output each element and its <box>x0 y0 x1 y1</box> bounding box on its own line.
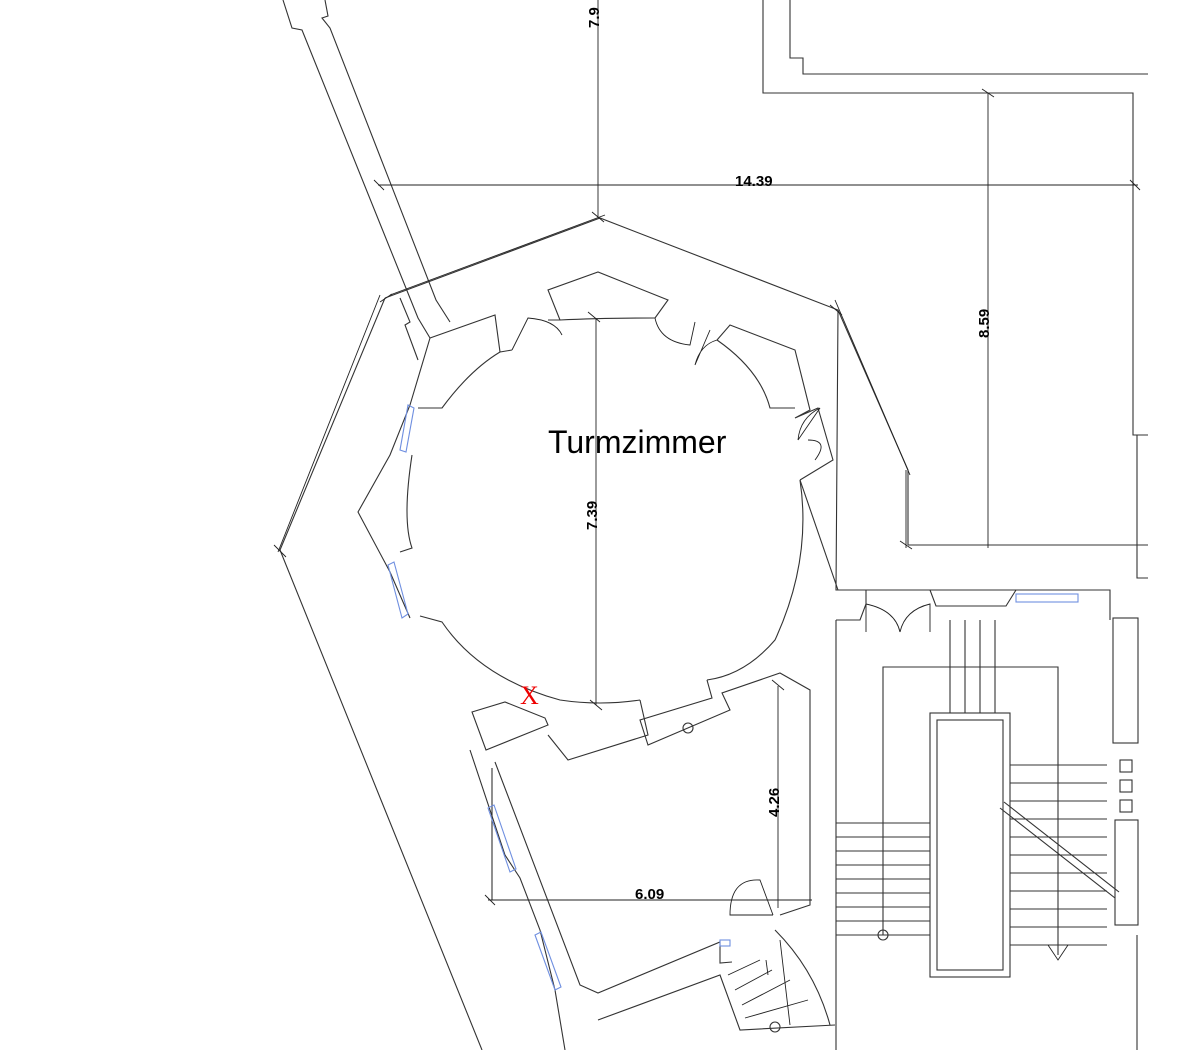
location-marker[interactable]: X <box>520 681 539 710</box>
dimension-label-4-26: 4.26 <box>766 788 783 817</box>
dimension-label-7-9: 7.9 <box>586 7 603 28</box>
small-room-walls <box>469 749 836 1050</box>
stair-treads-right <box>1010 764 1107 946</box>
windows <box>387 404 1079 991</box>
stair-hall <box>682 589 1139 1050</box>
room-label-turmzimmer: Turmzimmer <box>548 424 727 460</box>
building-outline-top-right <box>762 0 1148 579</box>
dimension-label-14-39: 14.39 <box>735 173 773 190</box>
dimension-label-8-59: 8.59 <box>976 309 993 338</box>
tower-inner-wall <box>357 271 839 916</box>
door-swings <box>511 317 931 916</box>
stair-treads-left <box>836 822 930 936</box>
tower-outer-wall <box>279 217 1111 1050</box>
slanted-corridor-walls <box>282 0 451 361</box>
dimension-label-6-09: 6.09 <box>635 886 664 903</box>
dimension-label-7-39: 7.39 <box>584 501 601 530</box>
dimension-lines <box>273 0 1141 908</box>
